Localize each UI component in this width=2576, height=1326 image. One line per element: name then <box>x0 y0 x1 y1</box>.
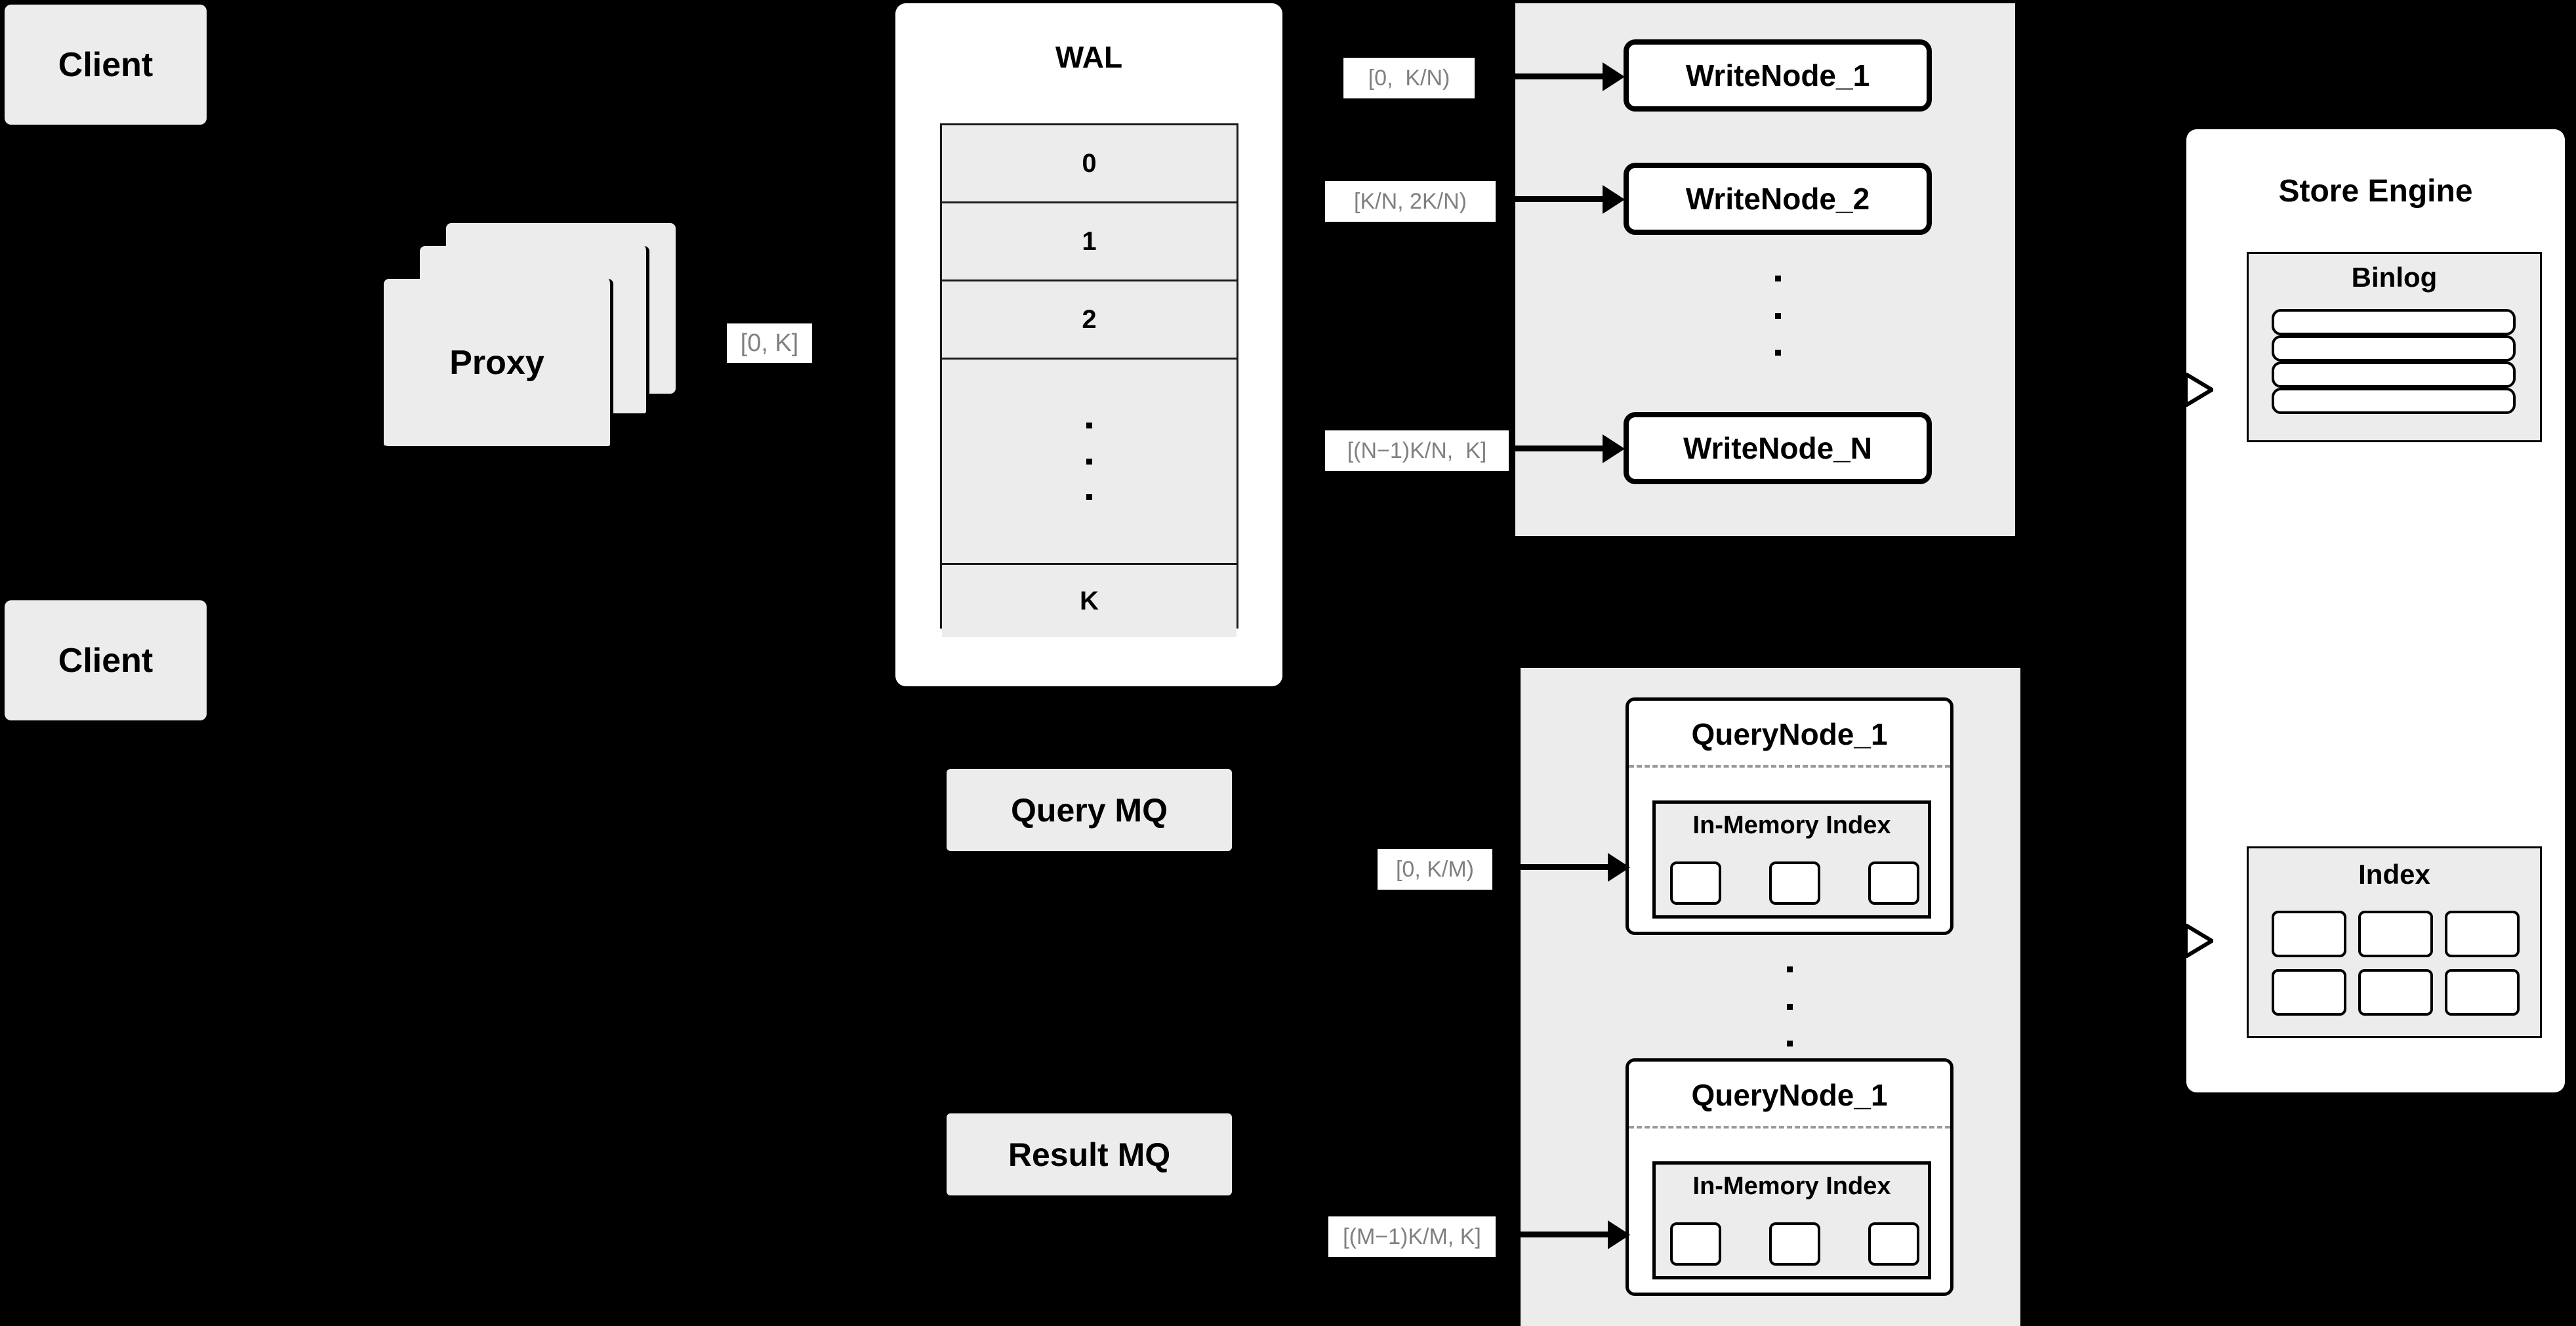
result-mq-label: Result MQ <box>1008 1136 1171 1173</box>
binlog-row[interactable] <box>2272 335 2516 362</box>
query-node-1-arrow-head <box>1608 853 1630 882</box>
store-index-slot-grid <box>2272 911 2520 1016</box>
store-index-slot[interactable] <box>2272 911 2346 957</box>
wal-cell-ellipsis <box>942 360 1237 565</box>
write-node-1-arrow-head <box>1603 62 1625 91</box>
client-box-1[interactable]: Client <box>5 5 207 125</box>
write-node-1-range-label: [0, K/N) <box>1343 58 1475 98</box>
index-slot[interactable] <box>1769 861 1820 905</box>
store-index-box[interactable]: Index <box>2247 846 2542 1038</box>
store-index-slot[interactable] <box>2358 911 2433 957</box>
query-node-m-range-label: [(M−1)K/M, K] <box>1328 1216 1496 1257</box>
wal-cell-0[interactable]: 0 <box>942 125 1237 203</box>
client-label-1: Client <box>58 45 153 84</box>
result-mq-box[interactable]: Result MQ <box>947 1113 1232 1195</box>
index-slot[interactable] <box>1868 861 1919 905</box>
store-index-slot[interactable] <box>2358 969 2433 1016</box>
write-node-cluster: WriteNode_1 WriteNode_2 WriteNode_N <box>1515 3 2015 536</box>
binlog-arrow-line <box>2145 387 2186 392</box>
query-node-m[interactable]: QueryNode_1 In-Memory Index <box>1625 1058 1953 1296</box>
query-node-1-in-memory-index[interactable]: In-Memory Index <box>1652 800 1931 919</box>
query-node-m-index-slots <box>1670 1222 1919 1266</box>
query-cluster-vertical-dots-icon <box>1787 966 1793 1046</box>
query-node-1-index-slots <box>1670 861 1919 905</box>
wal-entries-table: 0 1 2 K <box>940 123 1238 637</box>
client-label-2: Client <box>58 641 153 680</box>
store-engine-panel: Store Engine Binlog Index <box>2186 129 2565 1092</box>
proxy-label: Proxy <box>449 343 544 382</box>
wal-title: WAL <box>1055 40 1123 74</box>
binlog-label: Binlog <box>2351 262 2438 293</box>
query-node-m-arrow-head <box>1608 1220 1630 1249</box>
index-slot[interactable] <box>1670 1222 1721 1266</box>
write-node-1-arrow-line <box>1490 73 1605 79</box>
write-node-2-arrow-head <box>1603 185 1625 214</box>
query-mq-box[interactable]: Query MQ <box>947 769 1232 851</box>
query-node-1-label: QueryNode_1 <box>1691 717 1888 751</box>
query-node-cluster: QueryNode_1 In-Memory Index QueryNode_1 … <box>1521 668 2020 1326</box>
binlog-row[interactable] <box>2272 309 2516 335</box>
query-node-m-arrow-line <box>1505 1232 1610 1237</box>
wal-cell-2[interactable]: 2 <box>942 281 1237 360</box>
query-node-1-divider <box>1629 765 1950 768</box>
binlog-box[interactable]: Binlog <box>2247 252 2542 442</box>
index-slot[interactable] <box>1670 861 1721 905</box>
write-node-2-arrow-line <box>1502 196 1605 202</box>
store-index-arrow-line <box>2145 938 2186 943</box>
store-engine-title: Store Engine <box>2278 174 2473 209</box>
wal-cell-1[interactable]: 1 <box>942 203 1237 281</box>
write-cluster-vertical-dots-icon <box>1775 276 1781 356</box>
query-node-1[interactable]: QueryNode_1 In-Memory Index <box>1625 697 1953 935</box>
query-node-m-index-label: In-Memory Index <box>1692 1172 1891 1200</box>
query-node-1-index-label: In-Memory Index <box>1692 812 1891 839</box>
binlog-rows <box>2272 309 2516 414</box>
wal-cell-k[interactable]: K <box>942 565 1237 637</box>
client-box-2[interactable]: Client <box>5 600 207 720</box>
proxy-range-label: [0, K] <box>727 323 812 363</box>
wal-panel: WAL 0 1 2 K <box>895 3 1282 686</box>
wal-vertical-dots-icon <box>1086 423 1092 500</box>
query-node-m-in-memory-index[interactable]: In-Memory Index <box>1652 1161 1931 1279</box>
write-node-1[interactable]: WriteNode_1 <box>1624 39 1932 112</box>
binlog-row[interactable] <box>2272 362 2516 388</box>
store-index-slot[interactable] <box>2445 969 2520 1016</box>
write-node-n[interactable]: WriteNode_N <box>1624 412 1932 484</box>
write-node-n-arrow-line <box>1509 445 1605 451</box>
query-mq-label: Query MQ <box>1011 791 1168 829</box>
index-slot[interactable] <box>1769 1222 1820 1266</box>
query-node-1-range-label: [0, K/M) <box>1378 849 1492 890</box>
query-node-1-arrow-line <box>1502 864 1610 870</box>
store-index-slot[interactable] <box>2272 969 2346 1016</box>
store-index-label: Index <box>2358 859 2430 890</box>
store-index-slot[interactable] <box>2445 911 2520 957</box>
write-node-n-range-label: [(N−1)K/N, K] <box>1325 430 1509 471</box>
write-node-n-arrow-head <box>1603 434 1625 463</box>
index-slot[interactable] <box>1868 1222 1919 1266</box>
store-index-arrow-head-icon <box>2184 924 2213 958</box>
write-node-2-range-label: [K/N, 2K/N) <box>1325 181 1496 222</box>
proxy-card-front[interactable]: Proxy <box>384 279 613 449</box>
binlog-row[interactable] <box>2272 388 2516 414</box>
write-node-2[interactable]: WriteNode_2 <box>1624 163 1932 235</box>
binlog-arrow-head-icon <box>2184 373 2213 407</box>
query-node-m-divider <box>1629 1126 1950 1129</box>
query-node-m-label: QueryNode_1 <box>1691 1078 1888 1112</box>
